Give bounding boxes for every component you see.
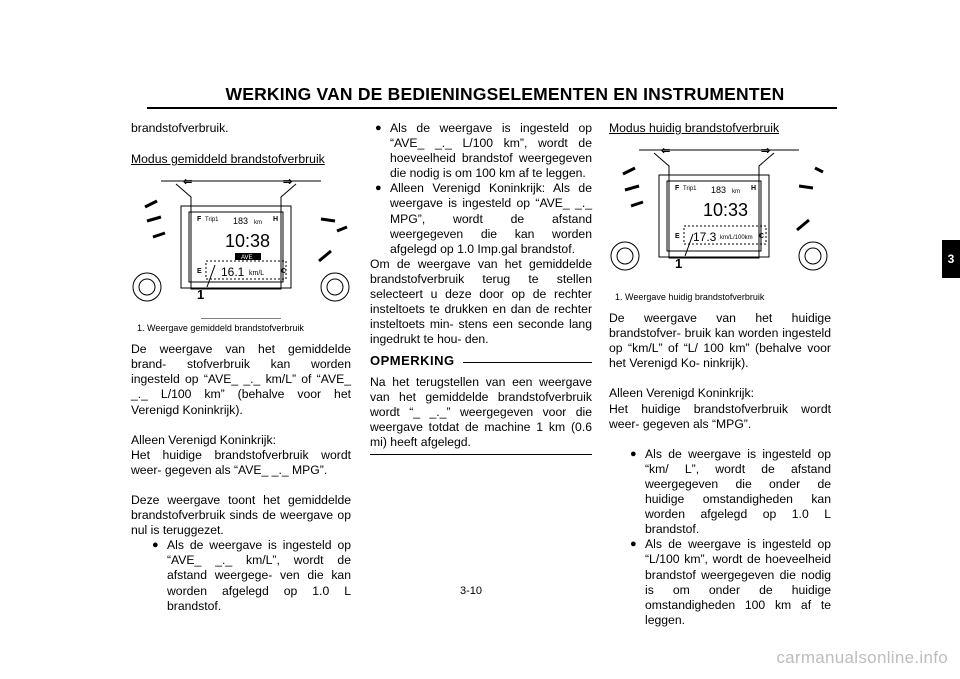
section-heading-average: Modus gemiddeld brandstofverbruik	[131, 152, 325, 167]
section-heading-current: Modus huidig brandstofverbruik	[609, 121, 780, 135]
bullet-item: ●Als de weergave is ingesteld op “AVE_ _…	[375, 121, 592, 181]
bullet-text: Als de weergave is ingesteld op “AVE_ _.…	[390, 121, 592, 181]
paragraph: Het huidige brandstofverbruik wordt weer…	[609, 401, 831, 431]
paragraph: Alleen Verenigd Koninkrijk:	[131, 432, 276, 447]
svg-text:⇒: ⇒	[761, 145, 770, 157]
bullet-item: ●Als de weergave is ingesteld op “L/100 …	[630, 537, 831, 627]
bullet-item: ●Als de weergave is ingesteld op “km/ L”…	[630, 446, 831, 537]
paragraph: Het huidige brandstofverbruik wordt weer…	[131, 447, 351, 477]
trip-label: Trip1	[205, 217, 219, 223]
reading-value: 16.1	[221, 265, 245, 279]
page-header-title: WERKING VAN DE BEDIENINGSELEMENTEN EN IN…	[225, 84, 785, 104]
paragraph: De weergave van het huidige brandstofver…	[609, 311, 831, 371]
note-text: Na het terugstellen van een weergave van…	[370, 374, 592, 449]
middle-column: ●Als de weergave is ingesteld op “AVE_ _…	[370, 121, 592, 455]
clock-display: 10:33	[703, 200, 748, 220]
header-rule	[147, 107, 837, 109]
temp-c-label: C	[281, 268, 286, 275]
svg-text:⇐: ⇐	[183, 176, 192, 188]
page-number: 3-10	[460, 585, 483, 597]
reading-unit: km/L/100km	[720, 235, 753, 241]
odometer-unit: km	[254, 220, 262, 226]
meter-illustration-average: ⇐ ⇒ F Trip1 183 km H 10:38 AVE E 16.1 km…	[132, 176, 350, 320]
fuel-f-label: F	[197, 216, 202, 223]
note-heading: OPMERKING	[370, 353, 592, 368]
bullet-text: Als de weergave is ingesteld op “AVE_ _.…	[167, 538, 351, 613]
reading-value: 17.3	[693, 230, 717, 244]
intro-text: brandstofverbruik.	[131, 121, 229, 135]
reading-unit: km/L	[249, 270, 264, 277]
bullet-item: ●Alleen Verenigd Koninkrijk: Als de weer…	[375, 181, 592, 256]
clock-display: 10:38	[225, 231, 270, 251]
left-column: brandstofverbruik. Modus gemiddeld brand…	[131, 121, 351, 614]
paragraph: De weergave van het gemiddelde brand- st…	[131, 342, 351, 417]
fuel-f-label: F	[675, 185, 680, 192]
paragraph: Deze weergave toont het gemiddelde brand…	[131, 492, 351, 538]
watermark: carmanualsonline.info	[776, 648, 948, 667]
svg-text:⇒: ⇒	[283, 176, 292, 188]
callout-number: 1	[675, 256, 682, 271]
paragraph: Om de weergave van het gemiddelde brands…	[370, 256, 592, 347]
odometer-value: 183	[711, 185, 726, 195]
bullet-item: ●Als de weergave is ingesteld op “AVE_ _…	[152, 538, 351, 613]
fuel-e-label: E	[197, 268, 202, 275]
odometer-unit: km	[732, 189, 740, 195]
right-column: Modus huidig brandstofverbruik ⇐ ⇒ F Tri…	[609, 121, 831, 628]
bullet-text: Alleen Verenigd Koninkrijk: Als de weerg…	[390, 181, 592, 256]
note-end-rule	[370, 453, 592, 455]
figure-caption: 1. Weergave gemiddeld brandstofverbruik	[137, 323, 304, 334]
bullet-text: Als de weergave is ingesteld op “km/ L”,…	[645, 446, 831, 537]
ave-indicator: AVE	[241, 255, 253, 261]
bullet-text: Als de weergave is ingesteld op “L/100 k…	[645, 537, 831, 627]
callout-number: 1	[197, 287, 204, 302]
odometer-value: 183	[233, 216, 248, 226]
temp-c-label: C	[759, 233, 764, 240]
svg-text:⇐: ⇐	[661, 145, 670, 157]
paragraph: Alleen Verenigd Koninkrijk:	[609, 386, 754, 401]
temp-h-label: H	[273, 216, 278, 223]
fuel-e-label: E	[675, 233, 680, 240]
trip-label: Trip1	[683, 186, 697, 192]
meter-illustration-current: ⇐ ⇒ F Trip1 183 km H 10:33 E 17.3 km/L/1…	[610, 145, 828, 271]
chapter-tab: 3	[942, 240, 960, 278]
figure-caption: 1. Weergave huidig brandstofverbruik	[615, 292, 765, 303]
temp-h-label: H	[751, 185, 756, 192]
note-title: OPMERKING	[370, 353, 455, 369]
